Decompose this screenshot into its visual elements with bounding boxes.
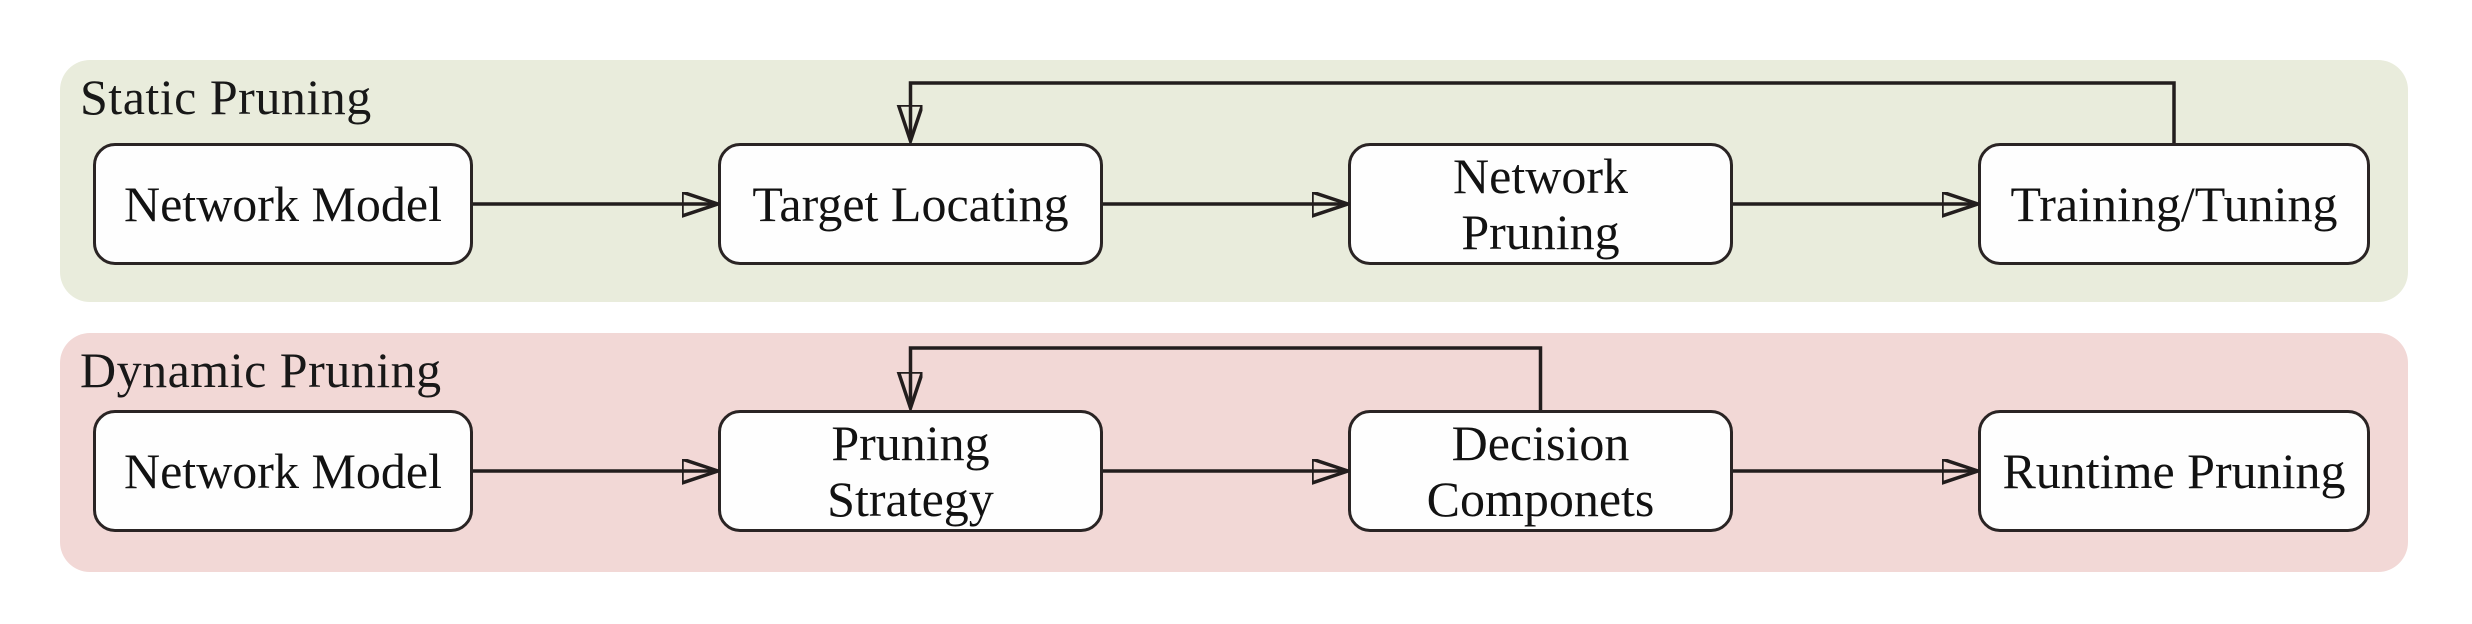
node-network-pruning: Network Pruning: [1348, 143, 1733, 265]
node-network-model-dynamic: Network Model: [93, 410, 473, 532]
node-decision-componets: Decision Componets: [1348, 410, 1733, 532]
dynamic-pruning-panel: Dynamic Pruning Network Model Pruning St…: [60, 333, 2408, 572]
node-network-model-static: Network Model: [93, 143, 473, 265]
dynamic-pruning-title: Dynamic Pruning: [80, 342, 442, 398]
static-pruning-title: Static Pruning: [80, 69, 372, 125]
node-pruning-strategy: Pruning Strategy: [718, 410, 1103, 532]
node-runtime-pruning: Runtime Pruning: [1978, 410, 2370, 532]
node-training-tuning: Training/Tuning: [1978, 143, 2370, 265]
node-target-locating: Target Locating: [718, 143, 1103, 265]
static-pruning-panel: Static Pruning Network Model Target Loca…: [60, 60, 2408, 302]
